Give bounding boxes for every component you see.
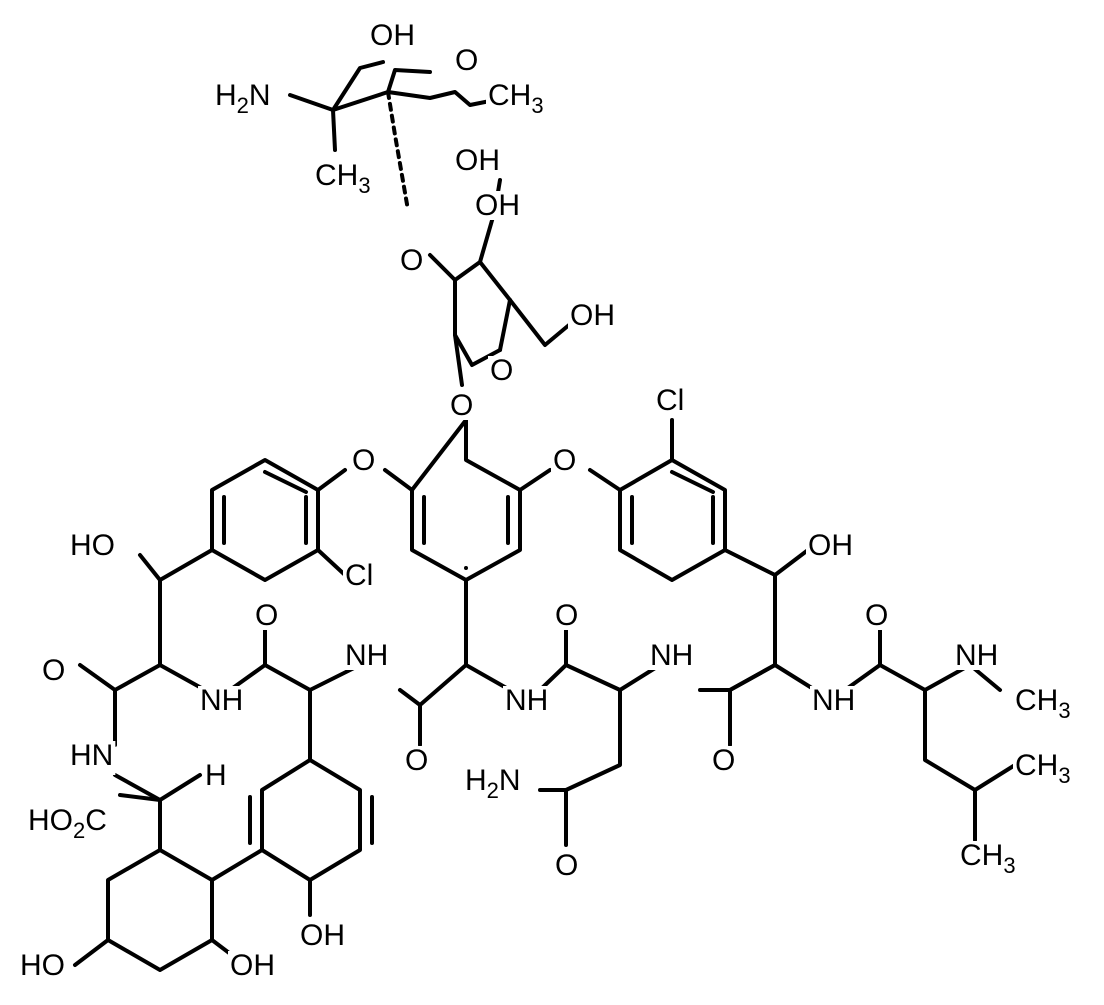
atom-label-o-carbonyl-1: O [42,654,65,687]
atom-label-o-carbonyl-7: O [555,849,578,882]
atom-label-o-glycosidic: O [400,244,423,277]
atom-label-oh-bottom-a: HO [20,949,65,982]
atom-label-o-carbonyl-4: O [555,599,578,632]
atom-label-o-carbonyl-5: O [712,744,735,777]
bond-lines [73,60,1017,972]
atom-label-o-ether-left: O [352,444,375,477]
atom-label-oh-top: OH [370,19,415,52]
atom-label-nh-5: NH [812,684,855,717]
atom-label-nh-3: NH [505,684,548,717]
atom-label-h-stereo: H [205,759,227,792]
atom-label-o-aryl-ether: O [450,389,473,422]
atom-label-hn-left: HN [70,739,113,772]
atom-label-o-ether-right: O [553,444,576,477]
atom-label-nh-2: NH [345,639,388,672]
atom-label-oh-ch2: OH [570,299,615,332]
atom-label-ch3-leu-b: CH3 [960,839,1016,878]
atom-label-o-carbonyl-6: O [865,599,888,632]
atom-label-o-carbonyl-3: O [405,744,428,777]
atom-label-o-sugar2-ring: O [490,354,513,387]
atom-label-oh-sugar2-b: OH [475,189,520,222]
atom-label-oh-right: OH [808,529,853,562]
atom-label-co2h: HO2C [28,804,107,843]
atom-label-ho-left: HO [70,529,115,562]
atom-label-ch3-sugar1-lower: CH3 [315,159,371,198]
atom-label-o-carbonyl-2: O [255,599,278,632]
atom-label-cl-left: Cl [345,559,373,592]
atom-label-nh-6: NH [955,639,998,672]
atom-label-oh-sugar2-a: OH [455,144,500,177]
atom-label-nh-4: NH [650,639,693,672]
atom-label-oh-bottom-b: OH [230,949,275,982]
atom-label-o-sugar1-ring: O [455,44,478,77]
atom-label-oh-bottom-c: OH [300,919,345,952]
atom-label-nh-1: NH [200,684,243,717]
atom-label-cl-right: Cl [656,384,684,417]
